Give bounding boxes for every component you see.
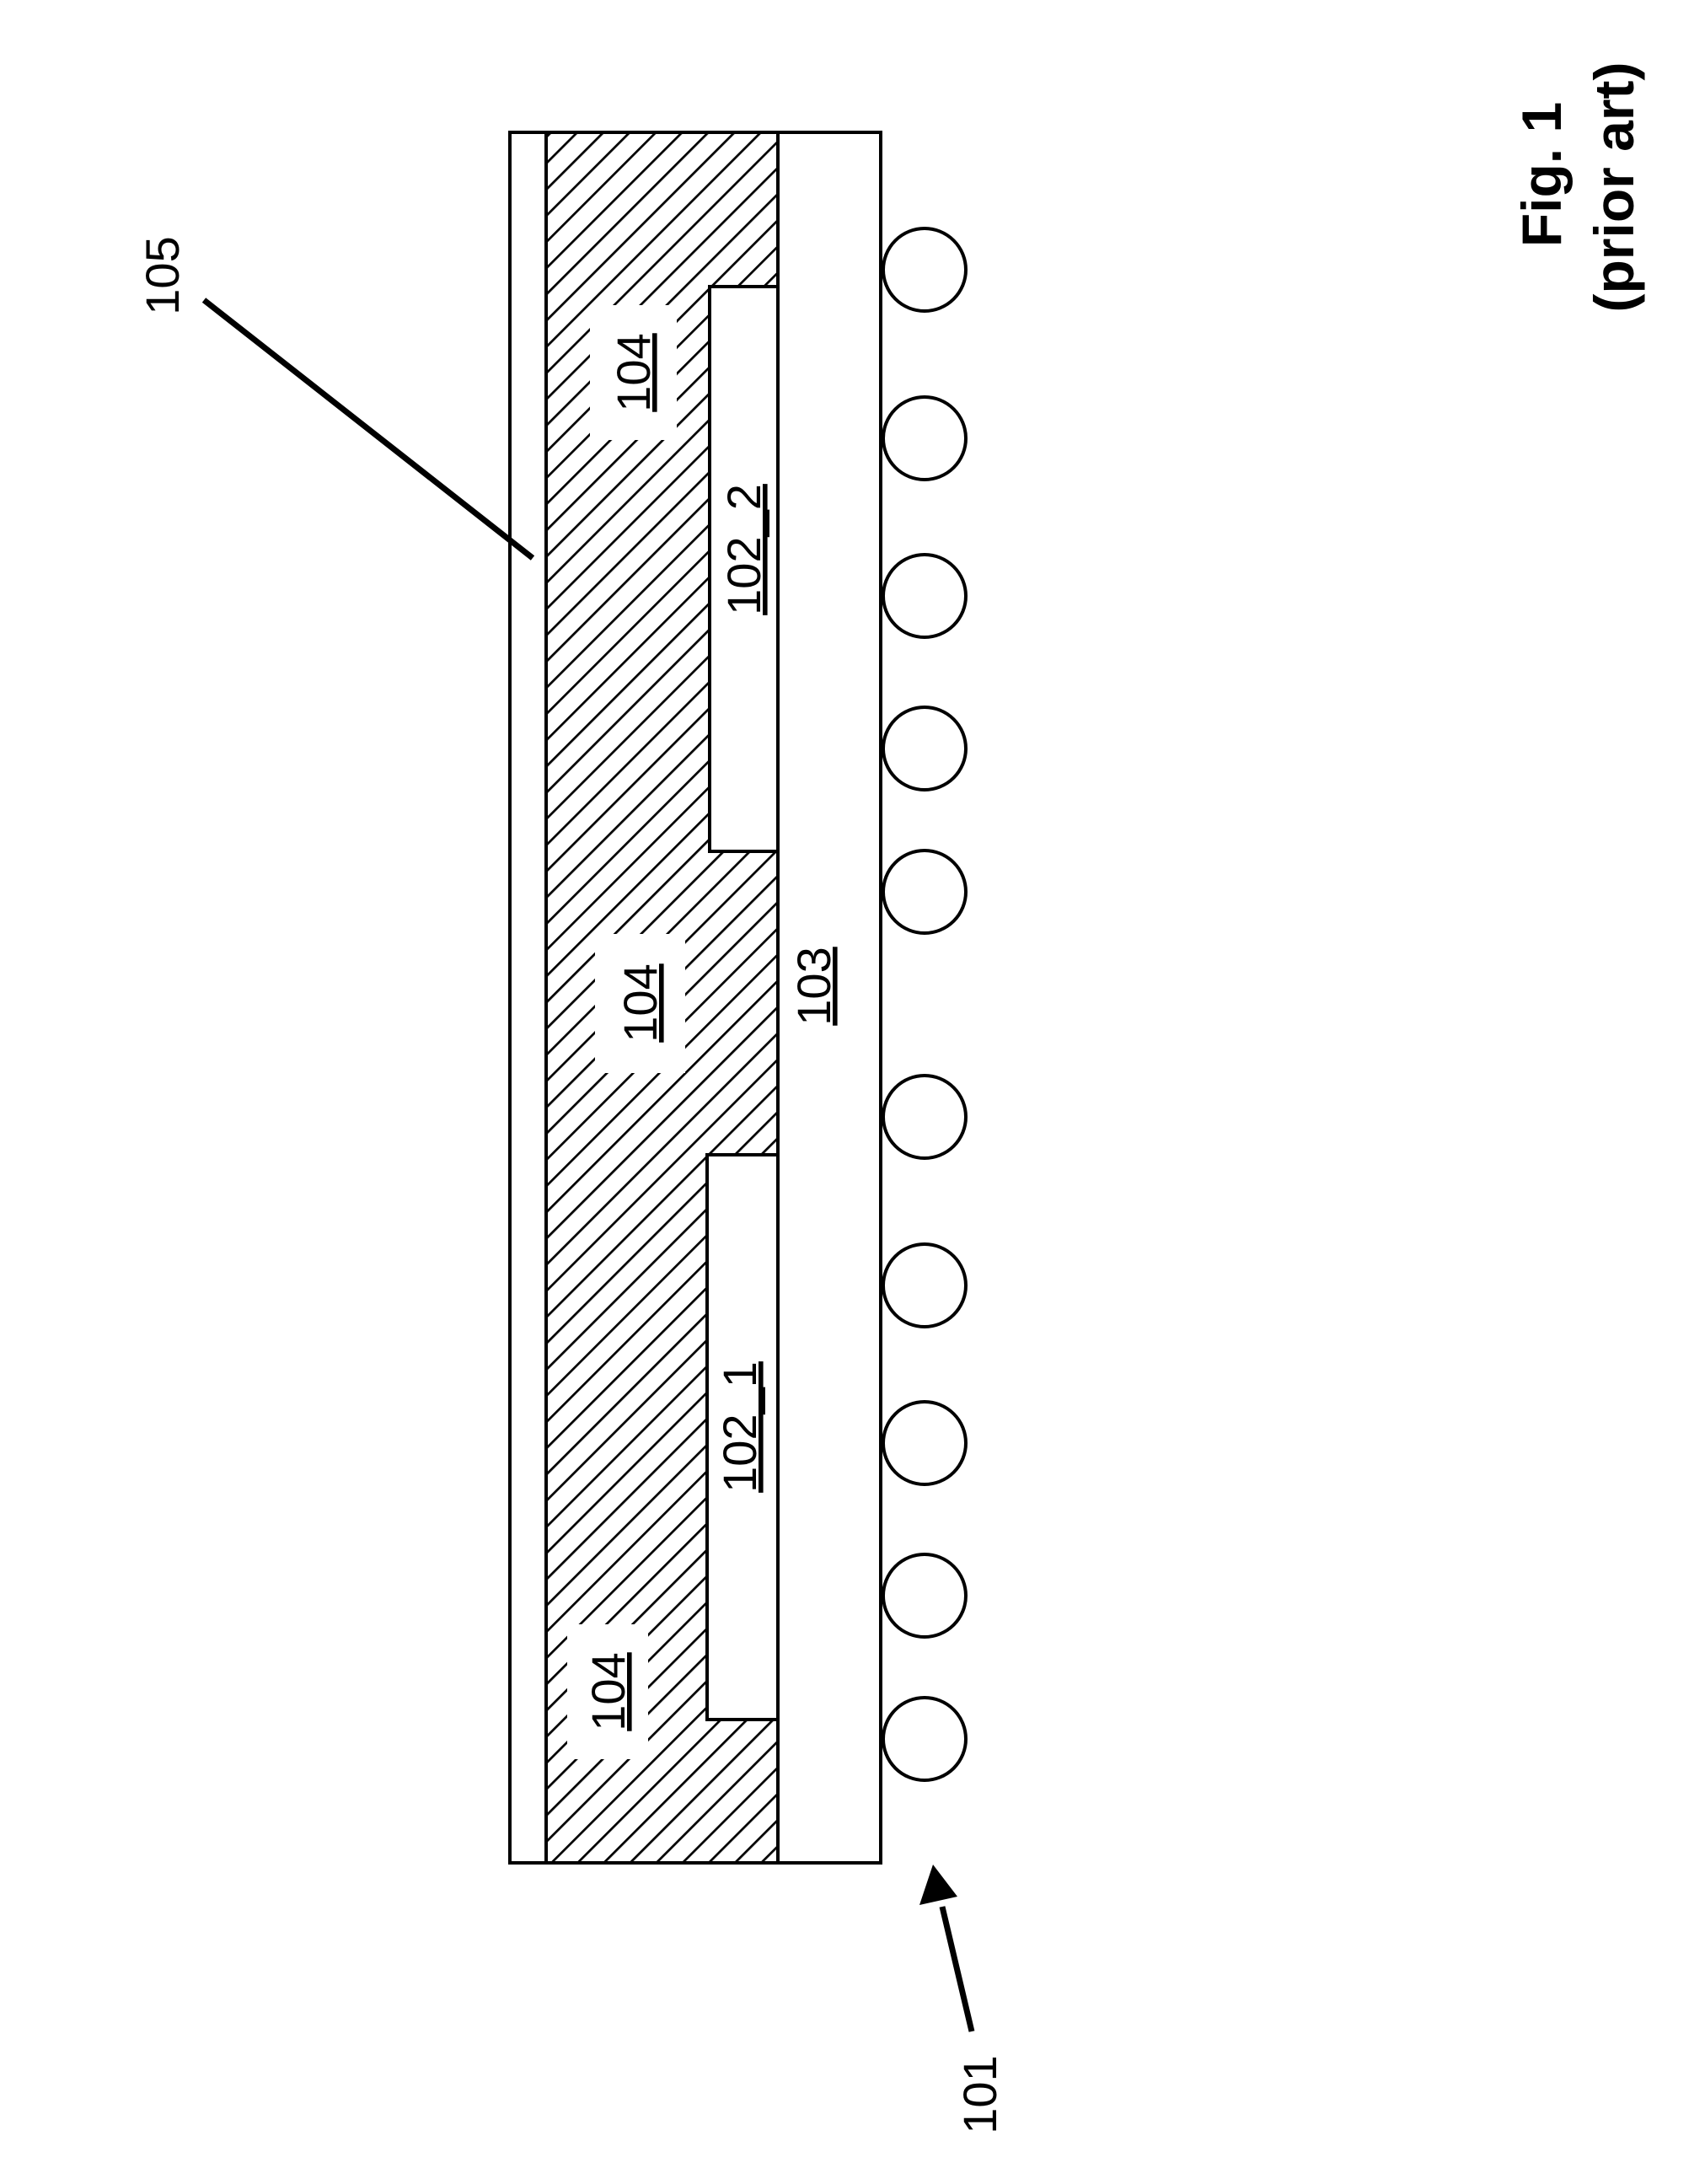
- leader-line-105: [204, 300, 533, 558]
- solder-ball: [883, 1698, 966, 1780]
- label-104-top: 104: [607, 333, 660, 411]
- solder-ball: [883, 1076, 966, 1158]
- lid-layer: [510, 132, 546, 1863]
- solder-ball-group: [883, 228, 966, 1780]
- solder-ball: [883, 1244, 966, 1327]
- arrow-101-shaft: [942, 1907, 972, 2031]
- solder-ball: [883, 1402, 966, 1484]
- solder-ball: [883, 228, 966, 311]
- solder-ball: [883, 397, 966, 480]
- arrow-101-head: [919, 1865, 957, 1905]
- solder-ball: [883, 851, 966, 933]
- figure-caption-title: Fig. 1: [1510, 102, 1573, 247]
- solder-ball: [883, 1554, 966, 1637]
- figure-caption-note: (prior art): [1583, 62, 1645, 313]
- label-103: 103: [787, 947, 840, 1025]
- label-104-middle: 104: [614, 963, 667, 1042]
- label-104-bottom: 104: [582, 1652, 635, 1731]
- label-102-1: 102_1: [713, 1361, 766, 1493]
- solder-ball: [883, 555, 966, 637]
- solder-ball: [883, 707, 966, 790]
- label-102-2: 102_2: [717, 484, 770, 615]
- label-101: 101: [953, 2055, 1006, 2133]
- label-105: 105: [136, 236, 189, 314]
